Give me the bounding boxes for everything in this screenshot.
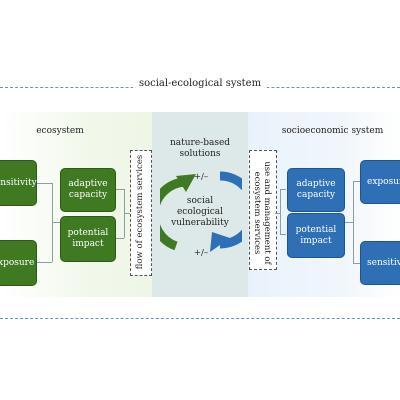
- soc-exposure-box: exposure: [360, 160, 400, 204]
- soc-sensitivity-box: sensitivity: [360, 241, 400, 285]
- bottom-dashed-line: [0, 318, 400, 319]
- connector: [353, 263, 360, 264]
- connector: [116, 238, 124, 239]
- cycle-arrows: [160, 171, 242, 252]
- connector: [36, 262, 52, 263]
- eco-potential-impact-box: potential impact: [60, 216, 116, 262]
- connector: [116, 189, 124, 190]
- social-ecological-vulnerability: social ecological vulnerability: [171, 196, 229, 228]
- connector: [124, 213, 130, 214]
- green-arrow-head: [176, 174, 196, 192]
- plus-minus-top: +/–: [193, 172, 209, 182]
- connector: [280, 189, 281, 234]
- connector: [345, 222, 353, 223]
- flow-of-ecosystem-services-label: flow of ecosystem services: [135, 154, 145, 270]
- eco-exposure-box: exposure: [0, 240, 37, 286]
- diagram-title: social-ecological system: [0, 78, 400, 89]
- eco-adaptive-capacity-box: adaptive capacity: [60, 168, 116, 212]
- flow-of-ecosystem-services-box: [130, 150, 152, 276]
- ecosystem-header: ecosystem: [36, 126, 84, 136]
- blue-cycle-arrow: [219, 171, 242, 249]
- soc-adaptive-capacity-box: adaptive capacity: [287, 168, 345, 212]
- green-cycle-arrow: [160, 177, 185, 251]
- connector: [52, 222, 60, 223]
- socioeconomic-header: socioeconomic system: [281, 126, 384, 136]
- connector: [275, 213, 280, 214]
- blue-arrow-head: [210, 232, 230, 252]
- connector: [280, 234, 286, 235]
- connector: [353, 181, 354, 263]
- eco-sensitivity-box: sensitivity: [0, 160, 37, 206]
- connector: [36, 183, 52, 184]
- nature-based-solutions-header: nature-based solutions: [169, 138, 231, 159]
- use-and-management-label: use and management of ecosystem services: [252, 161, 272, 265]
- plus-minus-bottom: +/–: [193, 248, 209, 258]
- connector: [353, 181, 360, 182]
- soc-potential-impact-box: potential impact: [287, 213, 345, 258]
- use-and-management-box: [249, 150, 277, 270]
- connector: [280, 189, 286, 190]
- center-panel: [152, 112, 248, 297]
